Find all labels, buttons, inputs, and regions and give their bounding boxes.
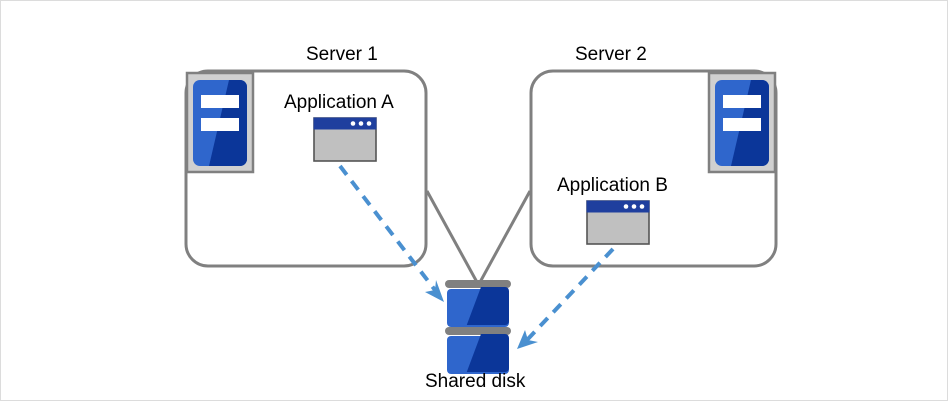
appB-to-disk-arrow <box>517 247 615 349</box>
appA-to-disk-arrow <box>338 164 444 302</box>
server-rack-icon <box>185 71 255 174</box>
server1-to-disk-connector <box>425 190 480 285</box>
server-rack-icon <box>707 71 777 174</box>
server2-title: Server 2 <box>575 44 647 65</box>
server2-to-disk-connector <box>477 190 532 285</box>
application-window-icon[interactable] <box>586 200 650 245</box>
disk-stack-icon[interactable] <box>445 280 511 374</box>
shared-disk-label: Shared disk <box>425 371 526 392</box>
application-a-label: Application A <box>284 92 394 113</box>
server1-title: Server 1 <box>306 44 378 65</box>
application-window-icon[interactable] <box>313 117 377 162</box>
application-b-label: Application B <box>557 175 668 196</box>
